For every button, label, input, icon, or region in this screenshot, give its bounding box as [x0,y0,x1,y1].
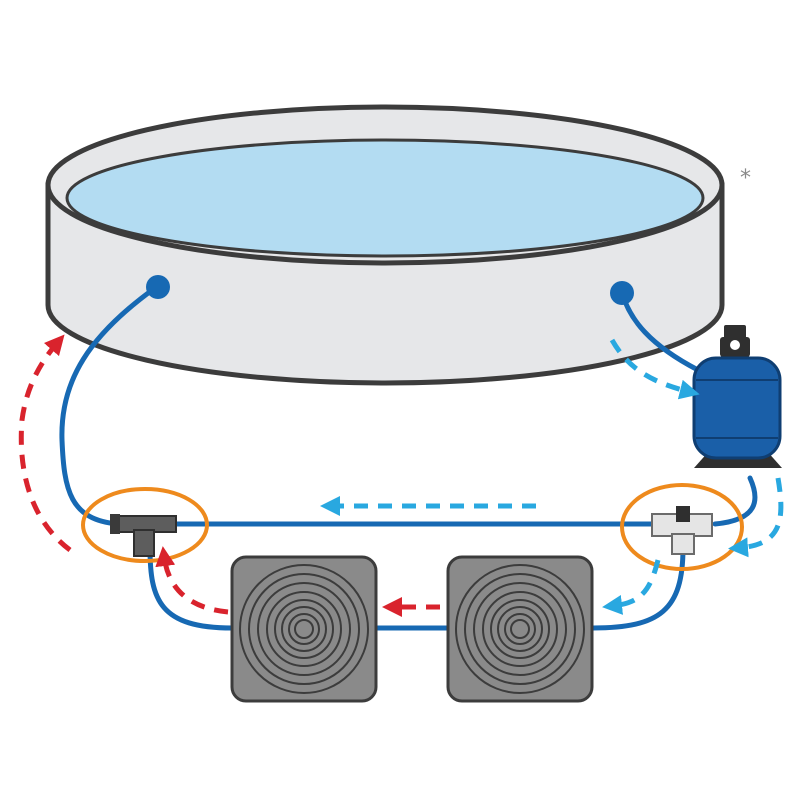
tee-stem [133,529,155,557]
pool [45,104,725,386]
flow-arrow-tee-to-pool [18,334,72,552]
valve-handle [676,506,690,522]
solar-panel-2 [446,555,594,703]
solar-panel-2-coil [455,564,585,694]
pipe-valve-to-panel2 [590,545,686,631]
solar-panel-1-coil [239,564,369,694]
solar-panel-1-body [230,555,378,703]
pool-water [65,138,705,258]
flow-arrow-panels-to-tee [155,546,229,615]
valve-highlight-ring [620,483,744,571]
filter-valve-head [724,325,746,339]
flow-arrow-outlet-to-filter [609,338,700,400]
inlet-nozzle [146,275,170,299]
bypass-valve [651,506,713,555]
filter-tank [692,356,782,460]
solar-panel-2-body [446,555,594,703]
valve-stem [671,533,695,555]
tee-connector [110,514,177,557]
flow-arrow-filter-to-valve [728,477,784,558]
solar-panel-1 [230,555,378,703]
filter-gauge [730,340,740,350]
pipe-return-to-pool [59,285,158,527]
pipe-filter-to-valve [712,475,758,527]
pipe-panel1-to-tee [147,545,235,631]
sand-filter [692,325,782,468]
tee-cap [110,514,120,534]
flow-arrows-warm [18,334,440,617]
tee-highlight-ring [81,487,209,563]
footnote-asterisk: * [740,166,751,191]
flow-arrows-cold [320,338,784,615]
outlet-skimmer [610,281,634,305]
flow-arrow-valve-to-panels [602,559,661,615]
